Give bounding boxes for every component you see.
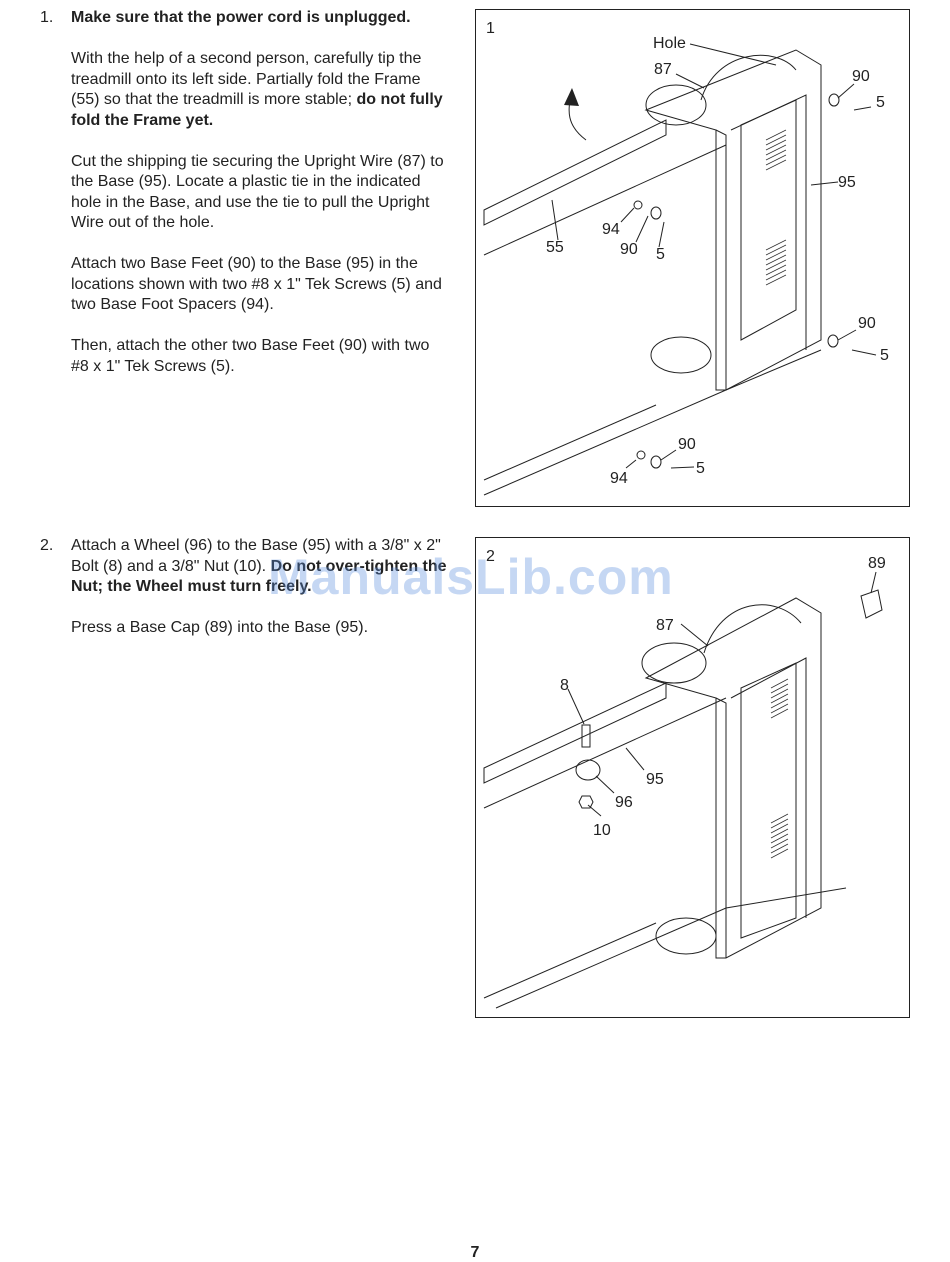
instruction-text: Attach two Base Feet (90) to the Base (9… — [71, 255, 442, 313]
instruction-text: With the help of a second person, carefu… — [71, 50, 422, 108]
upright-cap — [655, 917, 717, 955]
base-edge — [730, 657, 807, 918]
instruction-text: Then, attach the other two Base Feet (90… — [71, 337, 430, 375]
callout-89: 89 — [868, 555, 886, 572]
arrow-head-icon — [564, 88, 579, 106]
base-body — [644, 49, 822, 391]
frame-rail — [483, 404, 657, 481]
base-panel — [740, 99, 797, 341]
base-cap — [860, 589, 883, 619]
step-number: 2. — [40, 537, 54, 554]
callout-5: 5 — [876, 94, 885, 111]
callout-8: 8 — [560, 677, 569, 694]
leader-lines — [551, 43, 877, 469]
frame-rail — [483, 144, 727, 256]
vent-slots — [770, 678, 789, 859]
watermark: ManualsLib.com — [268, 549, 674, 605]
callout-90: 90 — [620, 241, 638, 258]
frame-rail — [483, 682, 667, 784]
instruction-text: Cut the shipping tie securing the Uprigh… — [71, 152, 444, 232]
figure-number: 1 — [486, 20, 495, 37]
figure-number: 2 — [486, 548, 495, 565]
upright-cap — [645, 84, 707, 126]
step-body: Attach a Wheel (96) to the Base (95) wit… — [71, 536, 451, 659]
figure-2-drawing: 2 89 87 8 95 96 — [483, 548, 886, 1009]
figure-1-drawing: 1 — [483, 20, 889, 496]
step-number: 1. — [40, 9, 54, 26]
step-body: Make sure that the power cord is unplugg… — [71, 8, 451, 398]
page-number: 7 — [470, 1244, 480, 1261]
warning-text: Do not over-tighten the Nut; the Wheel m… — [71, 557, 447, 596]
callout-94: 94 — [602, 221, 620, 238]
callout-87: 87 — [656, 617, 674, 634]
vent-slots — [765, 129, 787, 286]
callout-5: 5 — [880, 347, 889, 364]
base-panel — [740, 662, 797, 939]
base-body — [644, 597, 822, 959]
callout-87: 87 — [654, 61, 672, 78]
callout-95: 95 — [838, 174, 856, 191]
callout-55: 55 — [546, 239, 564, 256]
callout-10: 10 — [593, 822, 611, 839]
callout-hole: Hole — [653, 35, 686, 52]
upright-cap — [641, 642, 707, 684]
callout-90: 90 — [852, 68, 870, 85]
base-edge — [715, 129, 727, 390]
instruction-text: Press a Base Cap (89) into the Base (95)… — [71, 619, 369, 636]
upright-wire — [703, 604, 802, 654]
base-edge — [715, 697, 727, 958]
frame-rail — [495, 887, 847, 1009]
frame-rail — [483, 119, 667, 226]
callout-94: 94 — [610, 470, 628, 487]
callout-90: 90 — [678, 436, 696, 453]
callout-5: 5 — [656, 246, 665, 263]
upright-wire — [700, 54, 797, 101]
frame-rail — [483, 922, 657, 999]
instruction-text: Attach a Wheel (96) to the Base (95) wit… — [71, 537, 441, 575]
warning-text: Make sure that the power cord is unplugg… — [71, 9, 411, 26]
callout-95: 95 — [646, 771, 664, 788]
callout-90: 90 — [858, 315, 876, 332]
frame-rail — [483, 697, 727, 809]
frame-rail — [483, 349, 822, 496]
figure-2: 2 89 87 8 95 96 — [475, 537, 910, 1018]
base-edge — [730, 94, 807, 350]
callout-96: 96 — [615, 794, 633, 811]
bolt — [581, 724, 591, 748]
warning-text: do not fully fold the Frame yet. — [71, 91, 443, 129]
figure-1: 1 — [475, 9, 910, 507]
base-foot-parts — [633, 93, 840, 469]
upright-cap — [650, 336, 712, 374]
wheel — [575, 759, 601, 781]
leader-lines — [567, 571, 877, 817]
nut — [578, 795, 594, 809]
callout-5: 5 — [696, 460, 705, 477]
